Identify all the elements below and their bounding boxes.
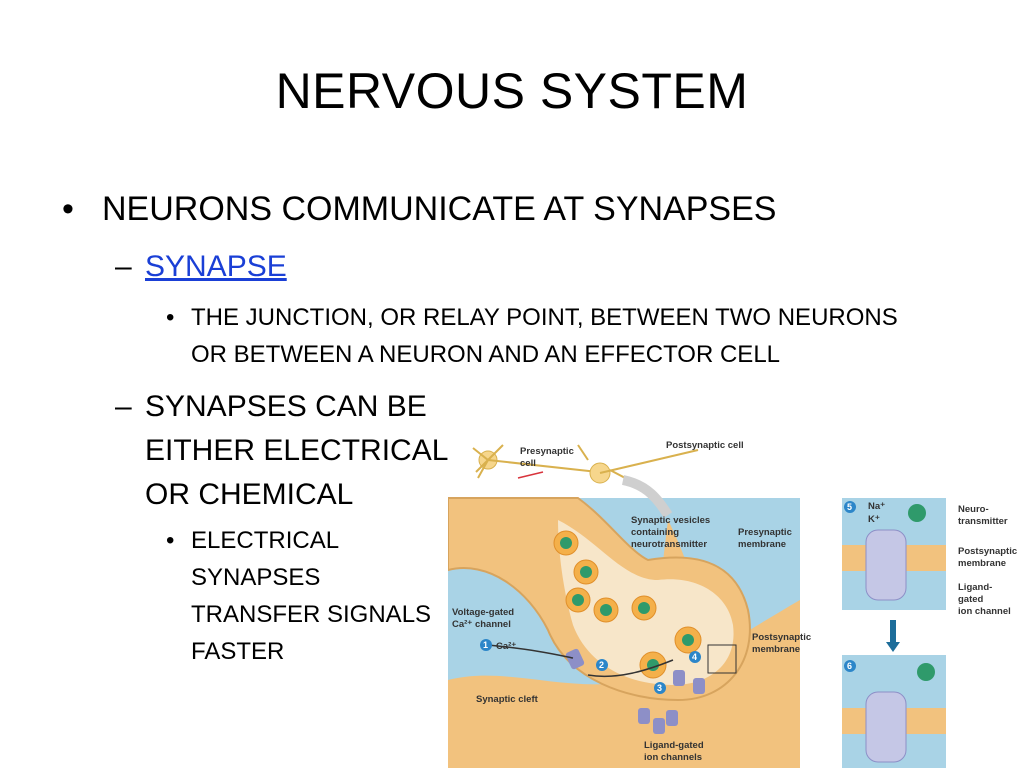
synaptic-vesicles — [553, 530, 702, 679]
svg-text:membrane: membrane — [738, 539, 786, 550]
bullet-marker: • — [166, 304, 175, 331]
vesicle-arrow — [587, 659, 674, 678]
electrical-line-3: TRANSFER SIGNALS — [191, 601, 432, 628]
svg-text:Postsynaptic: Postsynaptic — [752, 632, 811, 643]
svg-text:Neuro-: Neuro- — [958, 504, 989, 515]
types-line-1: SYNAPSES CAN BE — [145, 390, 427, 423]
svg-text:5: 5 — [847, 502, 852, 512]
svg-text:Synaptic cleft: Synaptic cleft — [476, 694, 539, 705]
ion-channels — [565, 648, 705, 734]
svg-text:1: 1 — [483, 640, 488, 650]
svg-text:containing: containing — [631, 527, 679, 538]
electrical-line-1: ELECTRICAL — [191, 527, 340, 554]
svg-text:Postsynaptic: Postsynaptic — [958, 546, 1017, 557]
panel-5-neurotransmitter — [908, 504, 926, 522]
svg-text:ion channels: ion channels — [644, 752, 702, 763]
svg-text:Voltage-gated: Voltage-gated — [452, 607, 514, 618]
svg-text:Presynaptic: Presynaptic — [738, 527, 792, 538]
down-arrow-head — [886, 642, 900, 652]
definition-line-1: THE JUNCTION, OR RELAY POINT, BETWEEN TW… — [191, 304, 898, 331]
synapse-link[interactable]: SYNAPSE — [145, 250, 287, 283]
calcium-arrow — [487, 644, 574, 659]
svg-text:transmitter: transmitter — [958, 516, 1008, 527]
step-markers: 1 2 3 4 5 6 — [480, 501, 856, 694]
dash-marker: – — [115, 390, 132, 423]
svg-text:Ca²⁺: Ca²⁺ — [496, 641, 516, 652]
dash-marker: – — [115, 250, 132, 283]
svg-text:membrane: membrane — [752, 644, 800, 655]
svg-text:ion channel: ion channel — [958, 606, 1011, 617]
electrical-line-2: SYNAPSES — [191, 564, 321, 591]
svg-text:2: 2 — [599, 660, 604, 670]
bullet-neurons-communicate: • NEURONS COMMUNICATE AT SYNAPSES — [62, 190, 776, 229]
panel-5-channel — [865, 529, 907, 601]
svg-text:neurotransmitter: neurotransmitter — [631, 539, 707, 550]
neuron-sketch — [472, 444, 699, 491]
svg-text:Ligand-gated: Ligand-gated — [644, 740, 704, 751]
bullet-marker: • — [62, 190, 74, 228]
bullet-electrical-faster: • ELECTRICAL SYNAPSES TRANSFER SIGNALS F… — [166, 522, 431, 670]
diagram-labels: Presynaptic cell Postsynaptic cell Synap… — [452, 440, 1017, 763]
definition-text: THE JUNCTION, OR RELAY POINT, BETWEEN TW… — [191, 299, 898, 373]
svg-text:3: 3 — [657, 683, 662, 693]
svg-text:Ligand-: Ligand- — [958, 582, 992, 593]
svg-text:Postsynaptic cell: Postsynaptic cell — [666, 440, 744, 451]
electrical-line-4: FASTER — [191, 638, 285, 665]
svg-text:Synaptic vesicles: Synaptic vesicles — [631, 515, 710, 526]
types-text: SYNAPSES CAN BE EITHER ELECTRICAL OR CHE… — [145, 385, 448, 517]
panel-6-channel — [865, 691, 907, 763]
electrical-text: ELECTRICAL SYNAPSES TRANSFER SIGNALS FAS… — [191, 522, 431, 670]
definition-line-2: OR BETWEEN A NEURON AND AN EFFECTOR CELL — [191, 341, 781, 368]
zoom-box — [707, 644, 737, 674]
bullet-synapse: – SYNAPSE — [115, 250, 287, 284]
svg-text:Na⁺: Na⁺ — [868, 501, 885, 512]
bullet-marker: • — [166, 527, 175, 554]
slide-title: NERVOUS SYSTEM — [275, 63, 749, 119]
bullet-synapse-definition: • THE JUNCTION, OR RELAY POINT, BETWEEN … — [166, 299, 966, 373]
types-line-2: EITHER ELECTRICAL — [145, 434, 449, 467]
svg-text:K⁺: K⁺ — [868, 514, 880, 525]
panel-6-neurotransmitter — [917, 663, 935, 681]
svg-text:gated: gated — [958, 594, 984, 605]
bullet-text: NEURONS COMMUNICATE AT SYNAPSES — [102, 190, 777, 228]
synapse-diagram: 1 2 3 4 5 6 Presynaptic cell Postsynapti… — [448, 440, 1017, 768]
svg-text:Presynaptic: Presynaptic — [520, 446, 574, 457]
svg-text:cell: cell — [520, 458, 536, 469]
bullet-synapse-types: – SYNAPSES CAN BE EITHER ELECTRICAL OR C… — [115, 385, 448, 517]
svg-text:4: 4 — [692, 652, 697, 662]
svg-text:Ca²⁺ channel: Ca²⁺ channel — [452, 619, 511, 630]
types-line-3: OR CHEMICAL — [145, 478, 354, 511]
svg-text:membrane: membrane — [958, 558, 1006, 569]
svg-text:6: 6 — [847, 661, 852, 671]
zoom-arrow — [621, 475, 673, 518]
